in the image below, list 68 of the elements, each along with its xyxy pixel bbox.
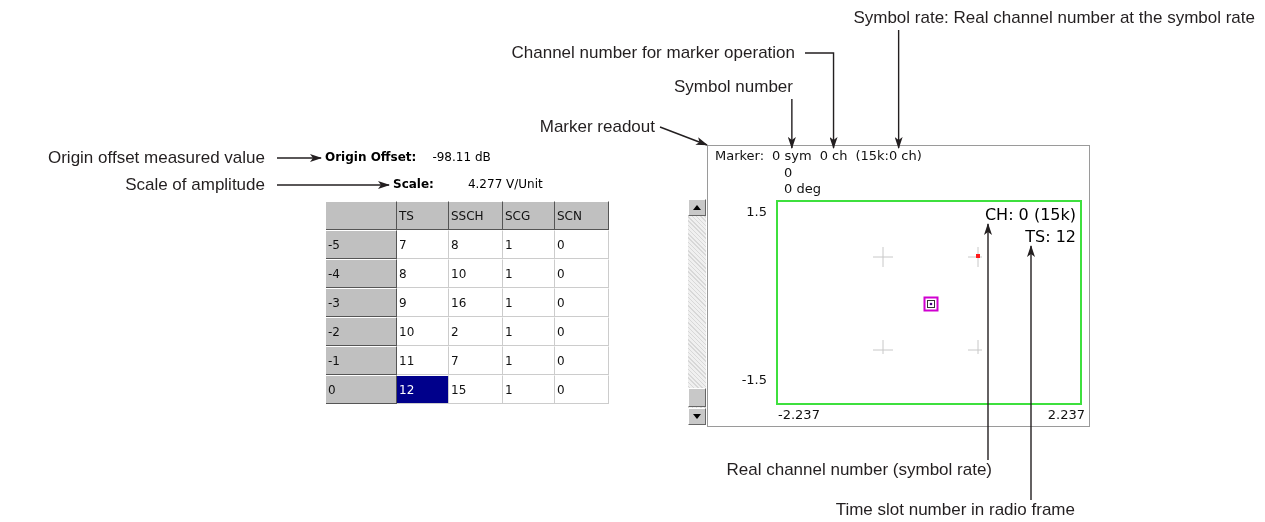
plot-area (776, 200, 1082, 405)
plot-readout: TS: 12 (1025, 227, 1076, 246)
row-header-cell: -2 (326, 317, 397, 346)
table-cell: 2 (449, 317, 503, 346)
table-cell: 0 (555, 346, 609, 375)
table-cell: 1 (503, 346, 555, 375)
table-cell: 16 (449, 288, 503, 317)
arrow (804, 52, 838, 149)
axis-value: -2.237 (778, 407, 820, 422)
row-header-cell: 0 (326, 375, 397, 404)
callout-text: Origin offset measured value (47, 148, 265, 168)
table-cell: 7 (449, 346, 503, 375)
table-cell: 7 (397, 230, 449, 259)
axis-value: -1.5 (741, 372, 767, 387)
table-cell: 8 (397, 259, 449, 288)
readout-value: 0 sym (772, 148, 812, 163)
table-cell: 1 (503, 317, 555, 346)
header-cell: SCG (503, 201, 555, 230)
arrow (1027, 245, 1035, 501)
arrow (276, 154, 322, 162)
table-cell: 11 (397, 346, 449, 375)
readout-value: 0 ch (819, 148, 848, 163)
row-header-cell: -3 (326, 288, 397, 317)
arrow (659, 126, 708, 146)
table-cell: 1 (503, 230, 555, 259)
readout-value: (15k:0 ch) (855, 148, 922, 163)
table-cell: 0 (555, 288, 609, 317)
display-panel (707, 145, 1090, 427)
readout-label: Marker: (715, 148, 765, 163)
readout-value: -98.11 dB (432, 150, 491, 164)
row-header-cell: -1 (326, 346, 397, 375)
header-cell: SSCH (449, 201, 503, 230)
table-cell: 1 (503, 259, 555, 288)
arrow (894, 29, 903, 149)
arrow (787, 98, 796, 149)
selected-cell: 12 (397, 375, 449, 404)
readout-value: 0 deg (784, 181, 821, 196)
axis-value: 2.237 (1047, 407, 1085, 422)
callout-text: Time slot number in radio frame (835, 500, 1075, 520)
callout-text: Marker readout (539, 117, 655, 137)
header-cell: SCN (555, 201, 609, 230)
callout-text: Symbol number (673, 77, 793, 97)
table-cell: 8 (449, 230, 503, 259)
callout-text: Symbol rate: Real channel number at the symbol rate (853, 8, 1255, 28)
header-cell: TS (397, 201, 449, 230)
table-cell: 0 (555, 317, 609, 346)
plot-readout: CH: 0 (15k) (984, 205, 1076, 224)
arrow (276, 181, 390, 189)
table-cell: 0 (555, 375, 609, 404)
readout-label: Origin Offset: (325, 150, 417, 164)
table-cell: 1 (503, 288, 555, 317)
table-cell: 15 (449, 375, 503, 404)
table-cell: 0 (555, 230, 609, 259)
table-cell: 1 (503, 375, 555, 404)
table-cell: 10 (397, 317, 449, 346)
readout-value: 4.277 V/Unit (467, 177, 543, 191)
arrow (984, 223, 992, 461)
axis-value: 1.5 (746, 204, 767, 219)
table-cell: 9 (397, 288, 449, 317)
callout-text: Scale of amplitude (125, 175, 265, 195)
table-cell: 10 (449, 259, 503, 288)
table-cell: 0 (555, 259, 609, 288)
readout-value: 0 (784, 165, 793, 180)
readout-label: Scale: (393, 177, 434, 191)
row-header-cell: -5 (326, 230, 397, 259)
callout-text: Channel number for marker operation (511, 43, 795, 63)
row-header-cell: -4 (326, 259, 397, 288)
callout-text: Real channel number (symbol rate) (726, 460, 992, 480)
